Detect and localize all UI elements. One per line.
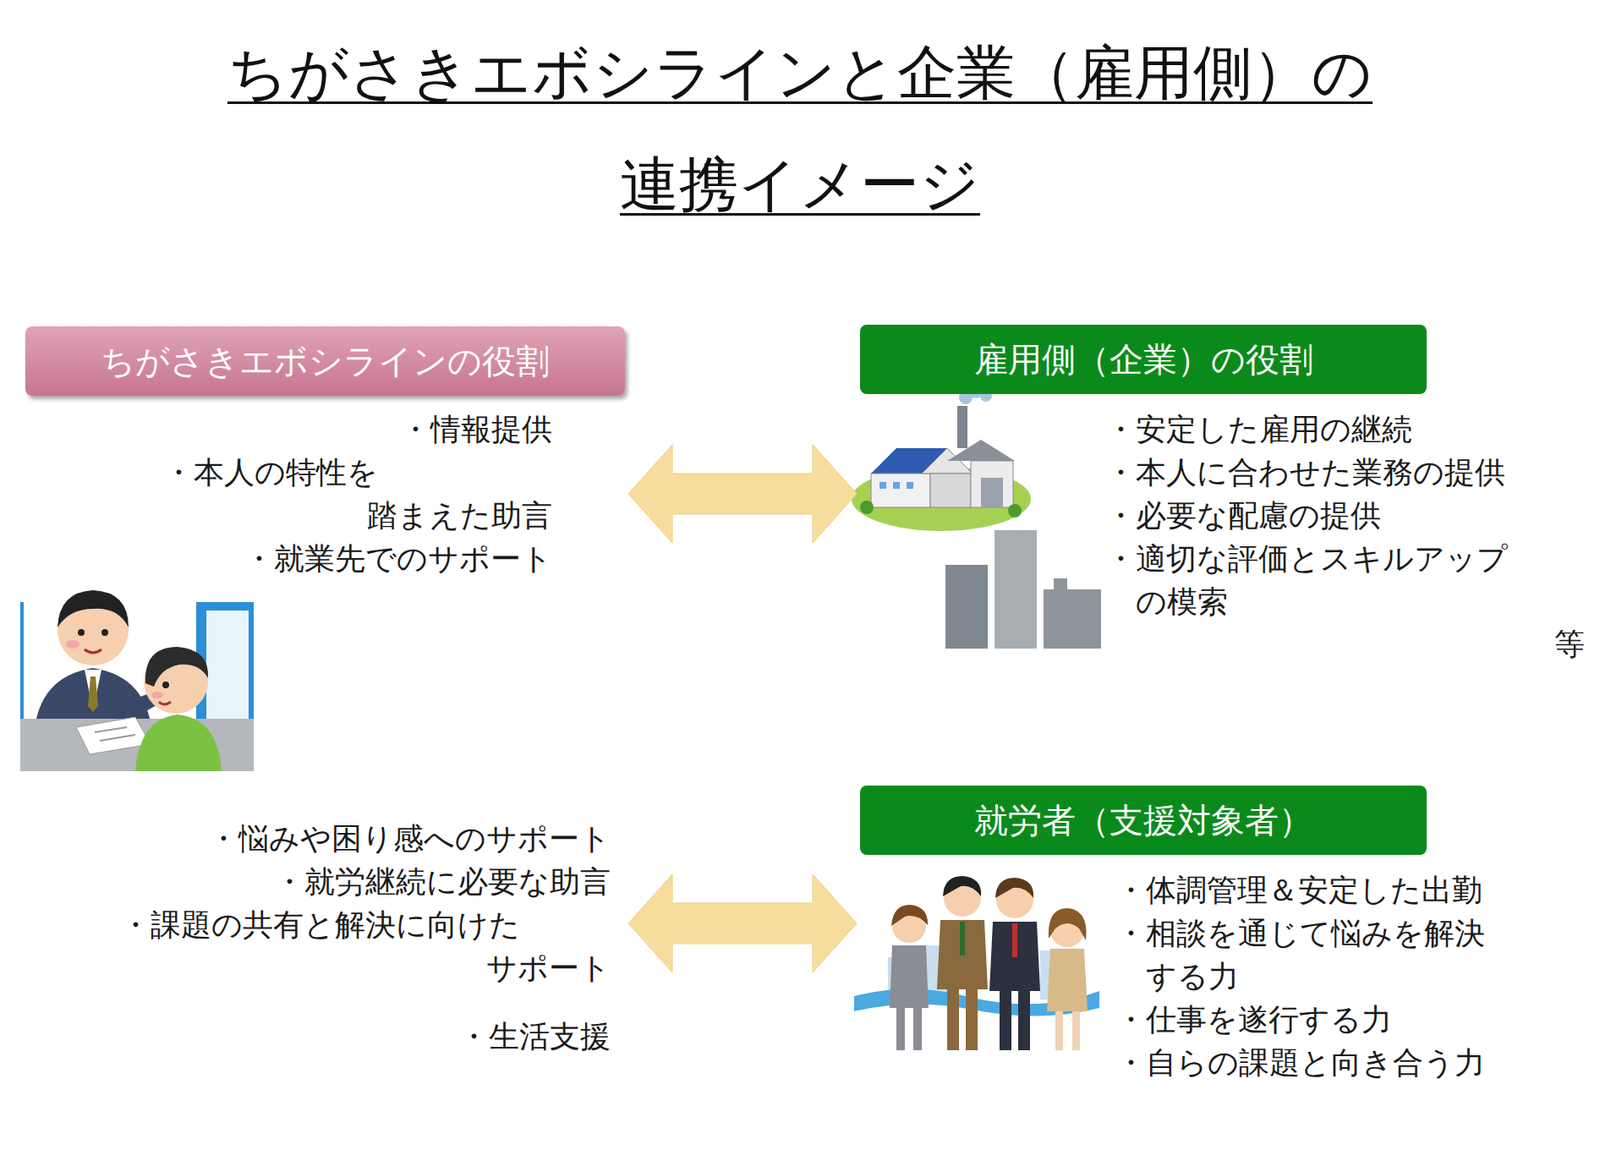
workers-illustration [854,876,1100,1051]
bullet-item: ・本人に合わせた業務の提供 [1105,450,1579,494]
bullet-item: ・必要な配慮の提供 [1105,493,1579,537]
role-panel: ちがさきエボシラインの役割・情報提供・本人の特性を 踏まえた助言・就業先でのサポ… [25,326,625,1064]
buildings-illustration [945,530,1102,649]
bullet-list: ・情報提供・本人の特性を 踏まえた助言・就業先でのサポート [163,407,553,581]
bullet-item: ・就業先でのサポート [163,536,553,581]
factory-illustration [851,383,1031,532]
role-heading: 就労者（支援対象者） [860,785,1427,855]
bullet-list: ・安定した雇用の継続・本人に合わせた業務の提供・必要な配慮の提供・適切な評価とス… [1105,407,1579,624]
bullet-item: ・適切な評価とスキルアップ の模索 [1105,536,1579,624]
consultation-illustration [20,590,254,772]
bullet-item: ・本人の特性を 踏まえた助言 [163,450,553,537]
bullet-item: ・相談を通じて悩みを解決 する力 [1115,911,1539,998]
double-arrow [628,444,857,543]
note-label: 等 [1554,625,1585,664]
bullet-item: ・課題の共有と解決に向けた サポート [120,903,611,990]
bullet-item: ・体調管理＆安定した出勤 [1115,868,1539,912]
bullet-item: ・情報提供 [163,407,553,451]
bullet-item: ・安定した雇用の継続 [1105,407,1579,451]
role-heading: 雇用側（企業）の役割 [860,324,1427,395]
role-panel: 就労者（支援対象者） ・体調管理＆安定した出勤・相談を通じて悩みを解決 する力・仕… [860,785,1588,1090]
diagram-title: ちがさきエボシラインと企業（雇用側）の 連携イメージ [123,16,1477,241]
bullet-list: ・体調管理＆安定した出勤・相談を通じて悩みを解決 する力・仕事を遂行する力・自ら… [1115,868,1539,1085]
bullet-item: ・就労継続に必要な助言 [120,860,611,904]
double-arrow [628,874,857,973]
bullet-list: ・悩みや困り感へのサポート・就労継続に必要な助言・課題の共有と解決に向けた サポ… [120,816,611,1058]
bullet-item: ・悩みや困り感へのサポート [120,816,611,861]
role-panel: 雇用側（企業）の役割・安定した雇用の継続・本人に合わせた業務の提供・必要な配慮の… [860,324,1588,629]
bullet-item: ・生活支援 [120,1014,611,1058]
bullet-item: ・仕事を遂行する力 [1115,997,1539,1042]
bullet-item: ・自らの課題と向き合う力 [1115,1041,1539,1085]
role-heading: ちがさきエボシラインの役割 [25,326,625,396]
